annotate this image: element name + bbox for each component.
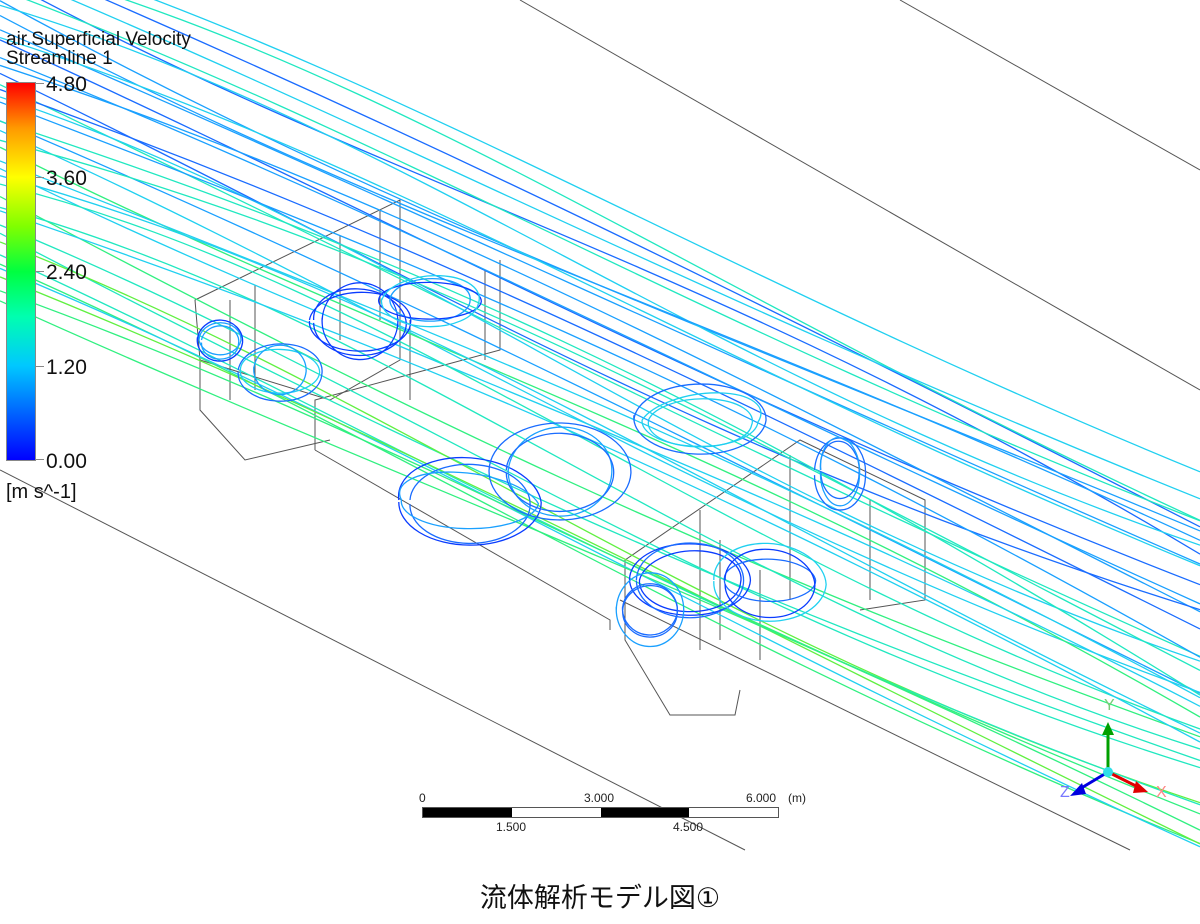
axis-label-y: Y: [1104, 697, 1115, 714]
scale-unit: (m): [788, 791, 806, 805]
streamline: [70, 0, 1200, 500]
streamline: [0, 276, 1200, 845]
streamline: [0, 56, 1200, 605]
scale-label: 0: [419, 791, 426, 805]
legend-tick-label: 1.20: [46, 356, 87, 379]
recirculation-streamline: [409, 463, 531, 545]
recirculation-streamline: [628, 543, 752, 616]
axis-triad: [1070, 722, 1148, 796]
tick-mark: [36, 177, 44, 178]
streamline: [0, 101, 1200, 658]
streamline: [0, 254, 1200, 806]
axis-label-z: Z: [1060, 784, 1070, 801]
streamline: [0, 96, 1200, 662]
streamline: [0, 175, 1200, 734]
scale-label: 1.500: [496, 820, 527, 834]
streamline: [0, 195, 1200, 738]
streamline: [0, 29, 1200, 565]
scale-label: 3.000: [584, 791, 615, 805]
recirculation-streamline: [638, 550, 742, 613]
recirculation-streamline: [819, 436, 861, 507]
recirculation-streamline: [723, 558, 817, 603]
legend-variable: air.Superficial Velocity: [6, 29, 191, 50]
streamline: [0, 129, 1200, 694]
streamline: [0, 4, 1200, 546]
legend-object: Streamline 1: [6, 48, 113, 69]
recirculation-streamline: [505, 432, 615, 513]
recirculation-streamline: [237, 343, 323, 402]
streamline: [0, 139, 1200, 671]
recirculation-streamline: [622, 584, 678, 638]
streamlines: [0, 0, 1200, 848]
color-bar: [6, 82, 36, 461]
streamline: [104, 0, 1200, 528]
recirculation-streamline: [380, 274, 480, 328]
recirculation-streamline: [507, 426, 613, 517]
recirculation-streamline: [819, 440, 860, 500]
scale-label: 4.500: [673, 820, 704, 834]
streamline: [0, 14, 1200, 541]
streamline: [0, 120, 1200, 696]
streamline: [0, 167, 1200, 707]
recirculation-streamline: [397, 456, 542, 546]
streamline: [0, 36, 1200, 567]
recirculation-streamline: [378, 281, 482, 320]
streamline: [0, 224, 1200, 769]
streamline: [0, 84, 1200, 657]
recirculation-streamline: [200, 325, 240, 360]
scale-bar: [422, 807, 779, 818]
streamline: [0, 232, 1200, 762]
streamline: [0, 300, 1200, 831]
legend-tick-label: 2.40: [46, 261, 87, 284]
streamline: [40, 0, 1200, 555]
recirculation-streamline: [488, 422, 632, 521]
streamline: [124, 0, 1200, 521]
tick-mark: [36, 459, 44, 460]
streamline: [0, 64, 1200, 613]
recirculation-streamline: [321, 282, 399, 361]
streamline: [153, 0, 1200, 473]
recirculation-streamline: [724, 548, 816, 619]
streamline: [0, 206, 1200, 750]
recirculation-streamline: [713, 542, 827, 622]
recirculation-streamline: [239, 348, 321, 394]
streamline: [0, 160, 1200, 699]
recirculation-streamline: [198, 322, 242, 356]
legend-unit: [m s^-1]: [6, 481, 77, 503]
tick-mark: [36, 366, 44, 367]
streamline: [0, 39, 1200, 586]
streamline: [0, 290, 1200, 815]
recirculation-streamline: [641, 392, 762, 448]
recirculation-streamline: [253, 344, 307, 396]
domain-geometry: [0, 0, 1200, 851]
legend-tick-label: 3.60: [46, 167, 87, 190]
tick-mark: [36, 271, 44, 272]
axis-label-x: X: [1156, 784, 1167, 801]
streamline: [0, 88, 1200, 630]
legend-tick-label: 0.00: [46, 450, 87, 473]
streamline: [0, 146, 1200, 718]
recirculation-streamline: [399, 471, 540, 530]
recirculation-streamline: [633, 383, 767, 455]
scale-label: 6.000: [746, 791, 777, 805]
recirculation-streamline: [615, 572, 685, 648]
figure-caption: 流体解析モデル図①: [479, 883, 721, 914]
streamline: [25, 0, 1200, 522]
tick-mark: [36, 83, 44, 84]
streamline: [0, 120, 1200, 694]
streamline: [0, 72, 1200, 611]
streamline: [0, 267, 1200, 848]
recirculation-streamline: [196, 319, 244, 362]
legend-tick-label: 4.80: [46, 73, 87, 96]
recirculation-streamline: [635, 542, 745, 619]
